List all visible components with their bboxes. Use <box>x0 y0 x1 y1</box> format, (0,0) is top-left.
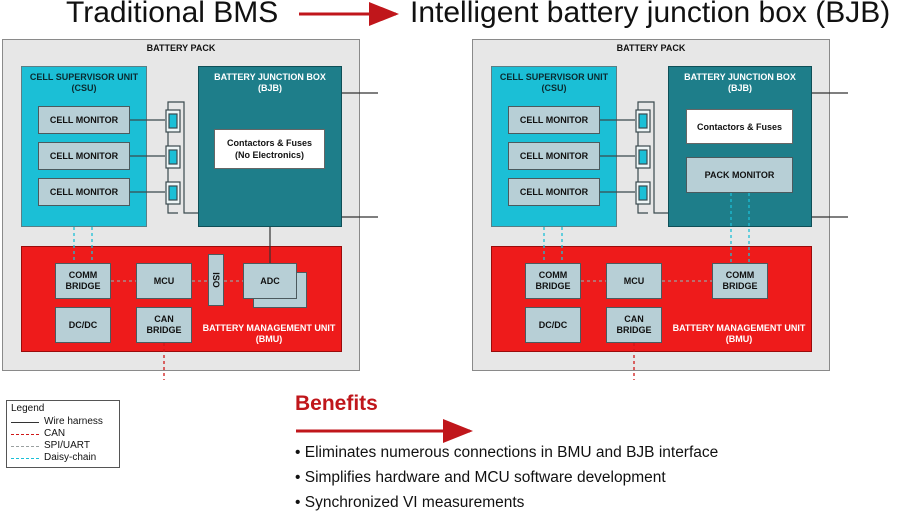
left-comm-bridge-line2: BRIDGE <box>65 281 101 291</box>
right-cell-stack <box>600 101 668 214</box>
right-bjb-title: BATTERY JUNCTION BOX (BJB) <box>669 72 811 94</box>
legend-label-wire-harness: Wire harness <box>44 416 103 427</box>
left-comm-bridge-line1: COMM <box>68 270 98 280</box>
benefits-title: Benefits <box>295 392 378 415</box>
right-title: Intelligent battery junction box (BJB) <box>410 0 891 29</box>
legend-swatch-can <box>11 433 39 435</box>
benefits-list: • Eliminates numerous connections in BMU… <box>295 443 718 518</box>
right-cell-monitor-1: CELL MONITOR <box>508 106 600 134</box>
left-cell-stack <box>130 101 198 214</box>
left-cell-monitor-3: CELL MONITOR <box>38 178 130 206</box>
left-can-bridge: CAN BRIDGE <box>136 307 192 343</box>
right-comm-bridge-2-line1: COMM <box>725 270 755 280</box>
right-comm-bridge-1-line1: COMM <box>538 270 568 280</box>
left-title: Traditional BMS <box>66 0 279 29</box>
right-csu-title-line2: (CSU) <box>541 83 567 93</box>
legend-label-can: CAN <box>44 428 66 439</box>
legend-row-spi-uart: SPI/UART <box>11 440 90 452</box>
legend: Legend Wire harness CAN SPI/UART Daisy-c… <box>6 400 120 468</box>
right-bjb-title-line2: (BJB) <box>728 83 752 93</box>
left-bjb-title-line2: (BJB) <box>258 83 282 93</box>
left-csu-title-line1: CELL SUPERVISOR UNIT <box>29 72 139 82</box>
left-bmu-label-line2: (BMU) <box>255 334 283 344</box>
right-bmu-label: BATTERY MANAGEMENT UNIT (BMU) <box>665 323 813 345</box>
left-csu-title-line2: (CSU) <box>71 83 97 93</box>
right-csu-title-line1: CELL SUPERVISOR UNIT <box>499 72 609 82</box>
right-dcdc: DC/DC <box>525 307 581 343</box>
right-bmu-label-line1: BATTERY MANAGEMENT UNIT <box>672 323 806 333</box>
right-bjb-terminals <box>812 92 848 218</box>
left-bjb-title: BATTERY JUNCTION BOX (BJB) <box>199 72 341 94</box>
legend-row-daisy-chain: Daisy-chain <box>11 452 96 464</box>
left-comm-bridge: COMM BRIDGE <box>55 263 111 299</box>
legend-label-spi-uart: SPI/UART <box>44 440 90 451</box>
right-mcu: MCU <box>606 263 662 299</box>
benefit-item: • Synchronized VI measurements <box>295 494 525 511</box>
left-daisy-chain <box>73 227 93 263</box>
right-bmu-label-line2: (BMU) <box>725 334 753 344</box>
left-bjb-title-line1: BATTERY JUNCTION BOX <box>214 72 326 82</box>
right-contactors-fuses: Contactors & Fuses <box>686 109 793 144</box>
right-cell-monitor-2: CELL MONITOR <box>508 142 600 170</box>
right-cells <box>635 109 651 205</box>
right-comm-bridge-2: COMM BRIDGE <box>712 263 768 299</box>
right-daisy-chain <box>543 193 750 263</box>
left-cell-monitor-2: CELL MONITOR <box>38 142 130 170</box>
right-can-bridge-line2: BRIDGE <box>616 325 652 335</box>
left-contactors-fuses: Contactors & Fuses (No Electronics) <box>214 129 325 169</box>
right-comm-bridge-1-line2: BRIDGE <box>535 281 571 291</box>
right-bjb: BATTERY JUNCTION BOX (BJB) <box>668 66 812 227</box>
legend-label-daisy-chain: Daisy-chain <box>44 452 97 463</box>
legend-swatch-wire-harness <box>11 421 39 423</box>
left-bmu-label: BATTERY MANAGEMENT UNIT (BMU) <box>195 323 343 345</box>
right-pack-label: BATTERY PACK <box>616 43 686 53</box>
benefit-item: • Simplifies hardware and MCU software d… <box>295 469 666 486</box>
left-cell-monitor-1: CELL MONITOR <box>38 106 130 134</box>
left-dcdc: DC/DC <box>55 307 111 343</box>
right-can-bridge: CAN BRIDGE <box>606 307 662 343</box>
legend-swatch-spi-uart <box>11 445 39 447</box>
left-csu-title: CELL SUPERVISOR UNIT (CSU) <box>22 72 146 94</box>
left-bmu-label-line1: BATTERY MANAGEMENT UNIT <box>202 323 336 333</box>
legend-row-can: CAN <box>11 428 65 440</box>
right-pack-monitor: PACK MONITOR <box>686 157 793 193</box>
legend-title: Legend <box>11 403 45 414</box>
right-comm-bridge-2-line2: BRIDGE <box>722 281 758 291</box>
left-mcu: MCU <box>136 263 192 299</box>
left-can-bridge-line2: BRIDGE <box>146 325 182 335</box>
left-pack-label: BATTERY PACK <box>146 43 216 53</box>
left-contactors-line1: Contactors & Fuses <box>226 138 313 148</box>
right-comm-bridge-1: COMM BRIDGE <box>525 263 581 299</box>
right-cell-monitor-3: CELL MONITOR <box>508 178 600 206</box>
left-iso: ISO <box>208 254 224 306</box>
right-can-bridge-line1: CAN <box>624 314 644 324</box>
right-bjb-title-line1: BATTERY JUNCTION BOX <box>684 72 796 82</box>
left-bjb-terminals <box>269 92 378 263</box>
left-contactors-line2: (No Electronics) <box>234 150 304 160</box>
right-csu-title: CELL SUPERVISOR UNIT (CSU) <box>492 72 616 94</box>
left-adc: ADC <box>243 263 297 299</box>
legend-swatch-daisy-chain <box>11 457 39 459</box>
left-can-bridge-line1: CAN <box>154 314 174 324</box>
legend-row-wire-harness: Wire harness <box>11 416 103 428</box>
left-cells <box>165 109 181 205</box>
benefit-item: • Eliminates numerous connections in BMU… <box>295 444 719 461</box>
